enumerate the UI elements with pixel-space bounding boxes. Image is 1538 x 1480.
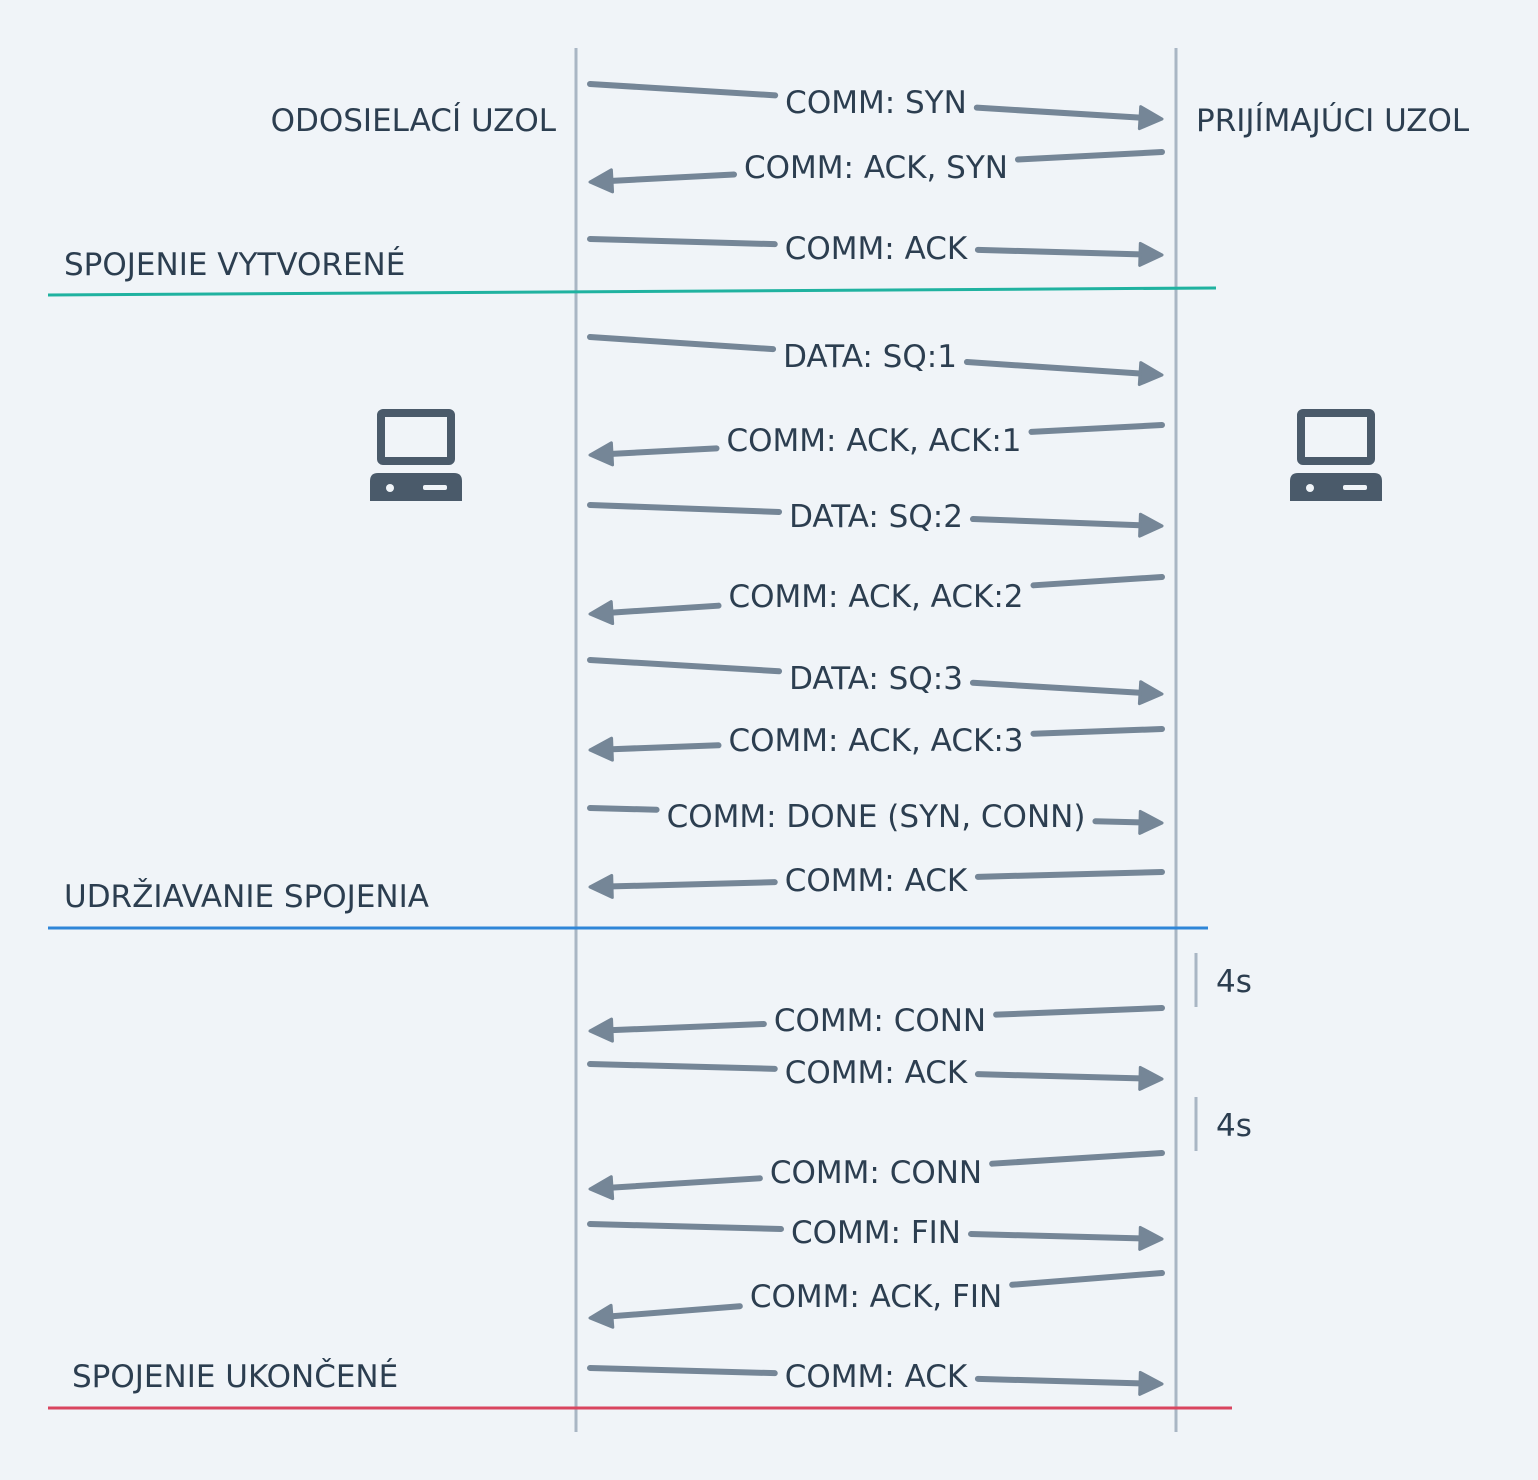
arrow-head-left-icon — [588, 1175, 615, 1201]
arrow-head-right-icon — [1137, 361, 1164, 387]
message-arrow-tail — [587, 1061, 778, 1072]
message-arrow-tail — [1030, 574, 1165, 589]
message-arrow-shaft — [974, 246, 1144, 258]
message-label: COMM: ACK, SYN — [744, 150, 1008, 186]
message-arrow-tail — [993, 1005, 1165, 1018]
message-label: DATA: SQ:3 — [789, 661, 963, 697]
arrow-head-right-icon — [1138, 1225, 1164, 1251]
message-arrow-shaft — [608, 171, 738, 184]
message-arrow-tail — [587, 236, 778, 248]
messages-layer: COMM: SYN COMM: ACK, SYN COMM: ACK DATA:… — [667, 85, 1086, 1395]
receiver-node-label: PRIJÍMAJÚCI UZOL — [1196, 102, 1470, 139]
message-arrow-tail — [1030, 726, 1165, 737]
arrow-head-right-icon — [1137, 680, 1164, 706]
message-label: COMM: ACK — [785, 863, 968, 899]
message-label: COMM: ACK, ACK:3 — [729, 723, 1024, 759]
message-label: DATA: SQ:2 — [789, 499, 963, 535]
interval-label: 4s — [1216, 964, 1252, 1000]
message-arrow-shaft — [969, 679, 1144, 696]
computer-icon — [1290, 409, 1382, 501]
arrow-head-left-icon — [588, 1017, 614, 1043]
arrow-head-right-icon — [1138, 512, 1164, 538]
message-arrow-shaft — [608, 1021, 767, 1034]
arrow-head-left-icon — [588, 441, 615, 467]
message-arrow-tail — [989, 1150, 1165, 1167]
sender-node-label: ODOSIELACÍ UZOL — [271, 103, 557, 139]
arrow-head-left-icon — [588, 168, 615, 194]
arrow-head-right-icon — [1138, 1065, 1164, 1091]
message-arrow-tail — [587, 657, 783, 675]
phase-label-established: SPOJENIE VYTVORENÉ — [64, 247, 405, 283]
message-label: COMM: ACK, ACK:1 — [727, 423, 1022, 459]
message-arrow-shaft — [608, 1303, 743, 1320]
message-label: COMM: ACK — [785, 1359, 968, 1395]
message-arrow-shaft — [608, 742, 722, 753]
message-label: COMM: ACK — [785, 231, 968, 267]
message-arrow-shaft — [974, 1375, 1144, 1387]
message-arrow-tail — [587, 1221, 784, 1233]
arrow-head-right-icon — [1137, 105, 1164, 131]
message-arrow-tail — [587, 334, 777, 353]
message-label: COMM: CONN — [770, 1155, 982, 1191]
message-arrow-shaft — [608, 879, 778, 890]
message-arrow-tail — [974, 869, 1165, 880]
message-arrow-shaft — [608, 602, 722, 616]
message-arrow-shaft — [963, 359, 1144, 377]
message-label: COMM: ACK, FIN — [750, 1279, 1002, 1315]
message-label: COMM: CONN — [774, 1003, 986, 1039]
message-arrow-tail — [1014, 149, 1165, 163]
arrow-head-left-icon — [588, 1303, 615, 1329]
message-arrow-shaft — [973, 104, 1144, 121]
message-arrow-shaft — [1092, 818, 1144, 826]
arrow-head-right-icon — [1138, 1370, 1164, 1396]
message-arrow-tail — [1028, 422, 1165, 435]
arrow-head-right-icon — [1138, 809, 1164, 835]
message-label: COMM: DONE (SYN, CONN) — [667, 799, 1086, 835]
message-label: COMM: FIN — [791, 1215, 961, 1251]
interval-label: 4s — [1216, 1108, 1252, 1144]
message-arrow-shaft — [974, 1071, 1144, 1082]
computer-icon — [370, 409, 462, 501]
message-arrow-shaft — [969, 516, 1144, 529]
message-arrow-tail — [587, 81, 779, 99]
message-arrow-tail — [587, 502, 783, 515]
message-arrow-shaft — [608, 445, 720, 457]
arrow-head-right-icon — [1138, 241, 1164, 267]
message-label: COMM: SYN — [785, 85, 967, 121]
message-arrow-shaft — [608, 1175, 763, 1191]
message-label: DATA: SQ:1 — [783, 339, 957, 375]
arrow-head-left-icon — [588, 873, 614, 899]
message-label: COMM: ACK, ACK:2 — [729, 579, 1024, 615]
arrow-head-left-icon — [588, 600, 615, 626]
message-arrow-shaft — [968, 1230, 1144, 1242]
phase-line-established — [47, 286, 1217, 297]
phase-label-terminated: SPOJENIE UKONČENÉ — [72, 1358, 398, 1395]
message-label: COMM: ACK — [785, 1055, 968, 1091]
message-arrow-tail — [587, 805, 660, 813]
message-arrow-tail — [587, 1365, 778, 1377]
arrow-head-left-icon — [588, 736, 614, 762]
phase-label-keepalive: UDRŽIAVANIE SPOJENIA — [64, 879, 429, 915]
message-arrow-tail — [1009, 1270, 1165, 1288]
